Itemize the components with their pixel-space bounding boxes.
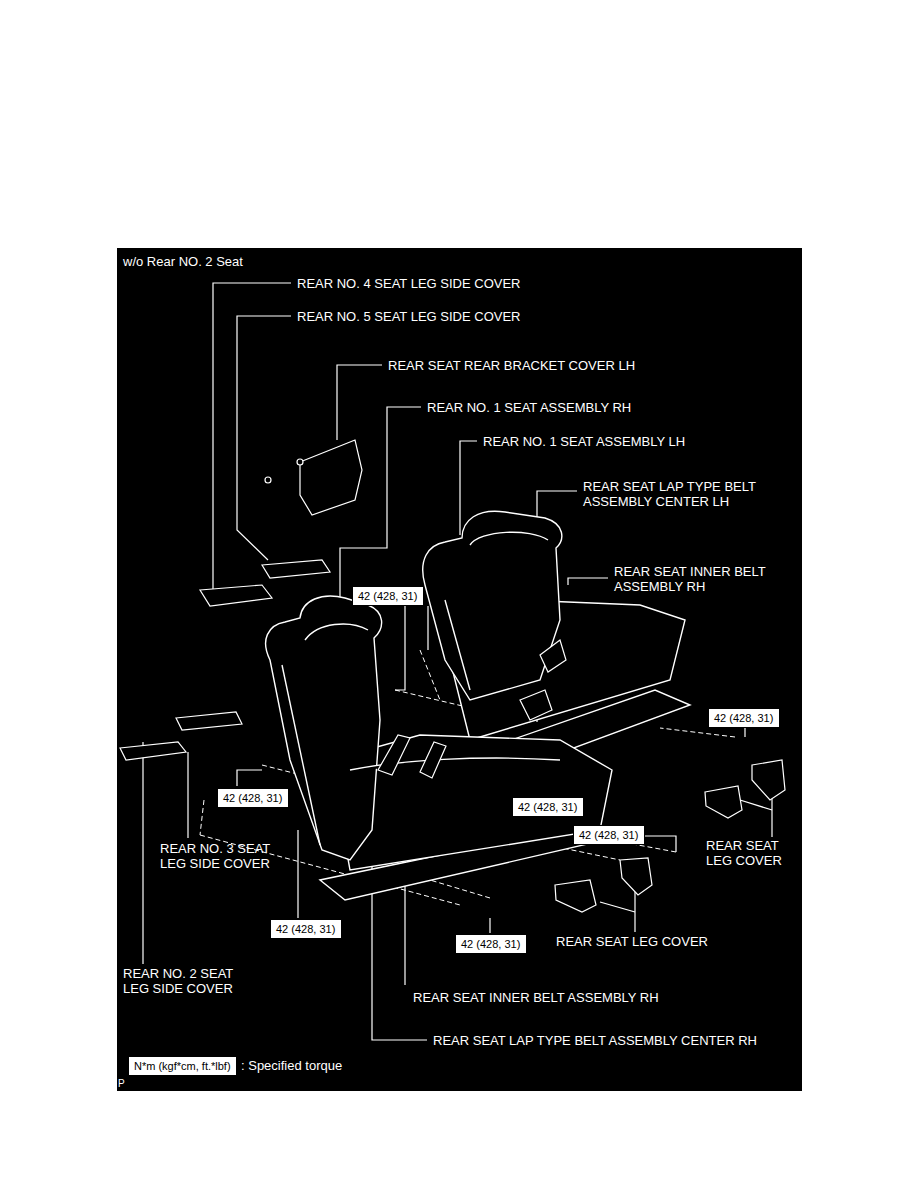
part-name: REAR NO. 5 SEAT LEG SIDE COVER	[297, 309, 520, 324]
torque-value: 42 (428, 31)	[358, 589, 418, 603]
legend-text: : Specified torque	[241, 1058, 342, 1073]
part-name: REAR NO. 4 SEAT LEG SIDE COVER	[297, 276, 520, 291]
torque-value: 42 (428, 31)	[579, 828, 639, 842]
torque-box: 42 (428, 31)	[217, 788, 289, 808]
part-name: REAR NO. 1 SEAT ASSEMBLY RH	[427, 400, 631, 415]
part-name: REAR SEAT INNER BELT ASSEMBLY RH	[614, 564, 784, 594]
part-name: REAR NO. 1 SEAT ASSEMBLY LH	[483, 434, 685, 449]
torque-box: 42 (428, 31)	[512, 797, 584, 817]
torque-box: 42 (428, 31)	[455, 934, 527, 954]
legend-box: N*m (kgf*cm, ft.*lbf)	[128, 1056, 237, 1076]
part-name: REAR SEAT LEG COVER	[556, 934, 708, 949]
part-name: REAR SEAT LAP TYPE BELT ASSEMBLY CENTER …	[583, 479, 773, 509]
torque-box: 42 (428, 31)	[352, 586, 424, 606]
torque-value: 42 (428, 31)	[518, 800, 578, 814]
part-name: REAR NO. 3 SEAT LEG SIDE COVER	[160, 841, 290, 871]
panel-ground	[117, 248, 802, 1091]
torque-box: 42 (428, 31)	[708, 708, 780, 728]
panel-heading: w/o Rear NO. 2 Seat	[123, 254, 243, 269]
torque-value: 42 (428, 31)	[714, 711, 774, 725]
leader-lines	[143, 283, 772, 1040]
part-name: REAR SEAT LAP TYPE BELT ASSEMBLY CENTER …	[433, 1033, 757, 1048]
part-name: REAR SEAT REAR BRACKET COVER LH	[388, 358, 635, 373]
figure-code: P	[118, 1078, 125, 1090]
unit-text: N*m (kgf*cm, ft.*lbf)	[134, 1059, 231, 1073]
torque-box: 42 (428, 31)	[270, 919, 342, 939]
torque-box: 42 (428, 31)	[573, 825, 645, 845]
torque-value: 42 (428, 31)	[276, 922, 336, 936]
torque-value: 42 (428, 31)	[461, 937, 521, 951]
part-name: REAR SEAT LEG COVER	[706, 838, 788, 868]
seat-parts	[120, 440, 785, 912]
part-name: REAR SEAT INNER BELT ASSEMBLY RH	[413, 990, 659, 1005]
torque-value: 42 (428, 31)	[223, 791, 283, 805]
part-name: REAR NO. 2 SEAT LEG SIDE COVER	[123, 966, 253, 996]
